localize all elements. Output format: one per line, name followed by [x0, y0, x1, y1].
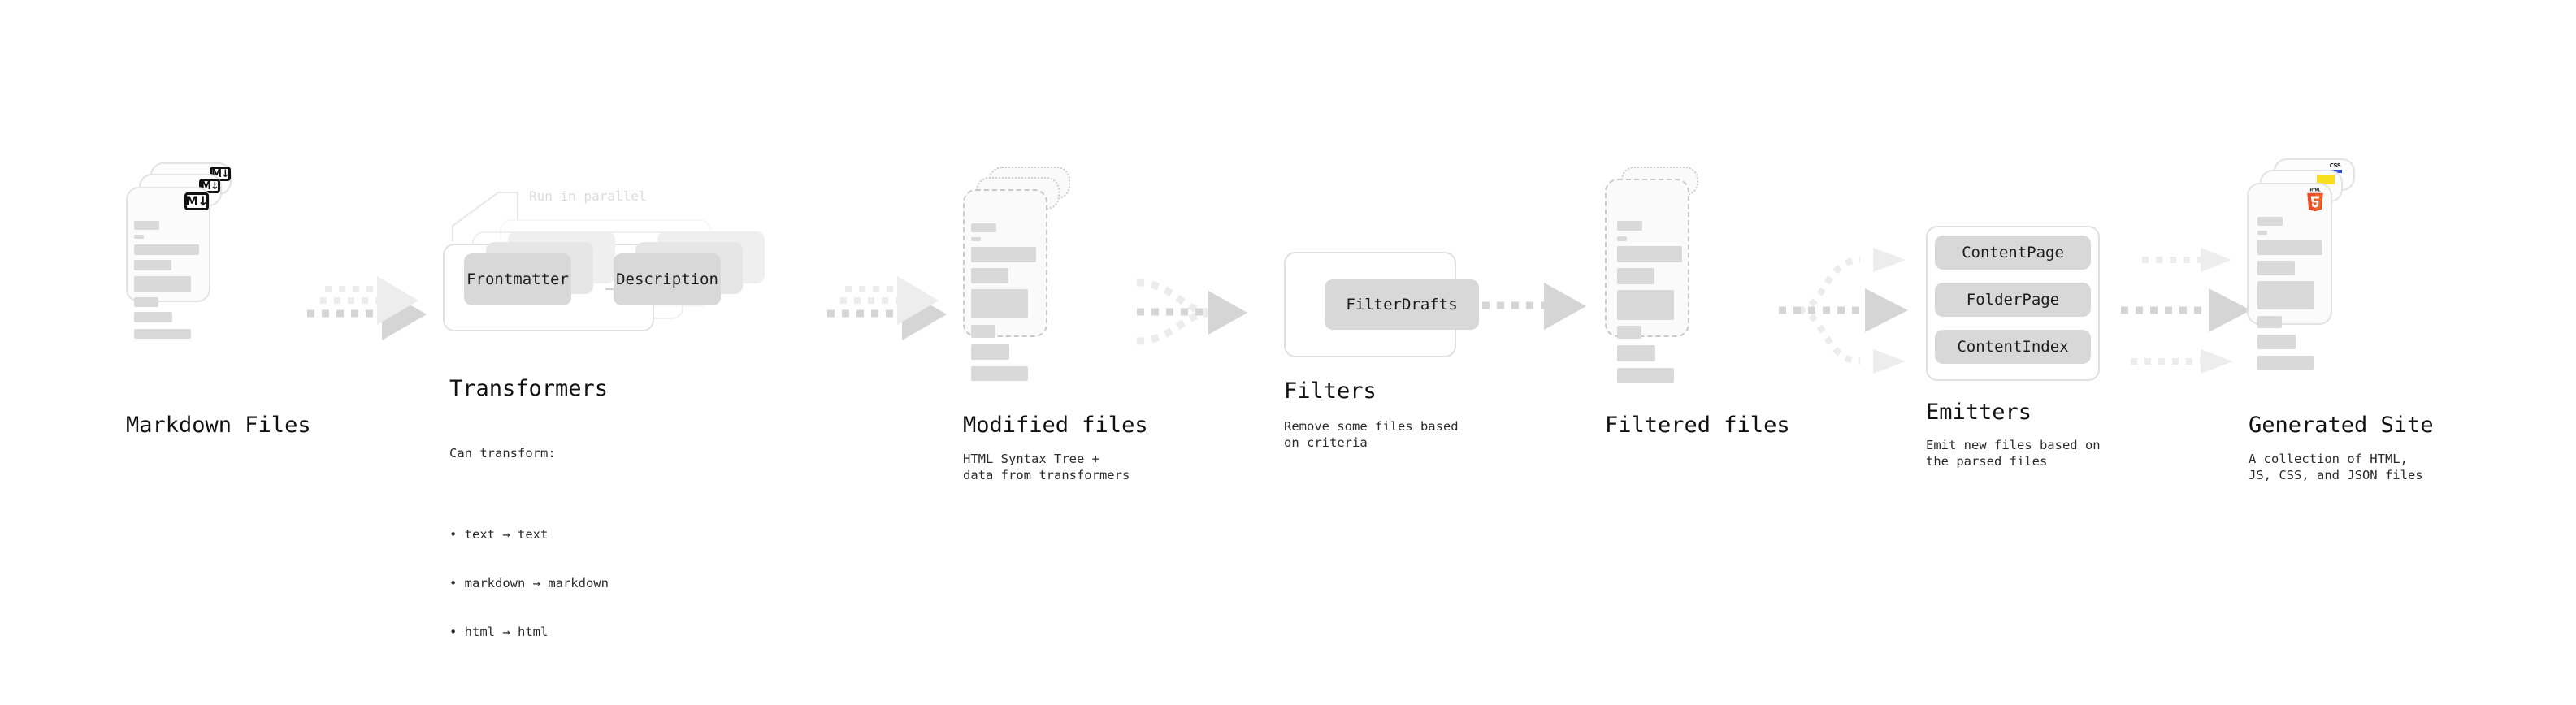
skeleton-bar	[1617, 326, 1641, 339]
run-in-parallel-bracket	[452, 192, 518, 241]
emitter-chip-contentindex[interactable]: ContentIndex	[1935, 330, 2091, 364]
markdown-badge-front: M↓	[184, 192, 209, 210]
stage-desc-generated-site: A collection of HTML, JS, CSS, and JSON …	[2249, 452, 2423, 482]
skeleton-bar	[971, 223, 996, 232]
emitter-chip-contentpage[interactable]: ContentPage	[1935, 236, 2091, 270]
stage-title-modified-files: Modified files	[963, 413, 1148, 438]
skeleton-bar	[2257, 356, 2314, 370]
arrow-filters-to-filtered-files	[1482, 283, 1586, 330]
arrow-modified-files-to-filters	[1136, 279, 1247, 345]
skeleton-bar	[134, 235, 144, 239]
skeleton-bar	[1617, 236, 1627, 241]
skeleton-bar	[2257, 261, 2295, 275]
skeleton-bar	[2257, 316, 2282, 328]
svg-text:HTML: HTML	[2310, 188, 2321, 192]
skeleton-bar	[1617, 345, 1655, 361]
stage-title-emitters: Emitters	[1926, 400, 2032, 425]
arrow-filtered-files-to-emitters	[1779, 248, 1908, 374]
skeleton-bar	[971, 268, 1008, 283]
skeleton-bar	[134, 260, 171, 270]
skeleton-bar	[2257, 335, 2296, 349]
stage-title-filters: Filters	[1284, 378, 1377, 404]
skeleton-bar	[1617, 246, 1682, 262]
skeleton-bar	[134, 244, 199, 255]
stage-desc-transformers: Can transform: • text → text • markdown …	[449, 413, 609, 705]
stage-title-markdown-files: Markdown Files	[126, 413, 311, 438]
transform-bullets: • text → text • markdown → markdown • ht…	[449, 494, 609, 673]
can-transform-label: Can transform:	[449, 446, 556, 461]
skeleton-bar	[2257, 281, 2314, 309]
js-badge	[2317, 175, 2335, 184]
skeleton-bar	[2257, 240, 2322, 255]
transform-bullet: • html → html	[449, 625, 549, 639]
skeleton-bar	[971, 344, 1009, 360]
skeleton-bar	[971, 247, 1036, 262]
stage-desc-filters: Remove some files based on criteria	[1284, 419, 1459, 450]
arrow-transformers-to-modified-files	[827, 276, 947, 340]
arrow-emitters-to-generated-site	[2121, 248, 2251, 374]
transformer-chip-frontmatter[interactable]: Frontmatter	[464, 253, 571, 305]
skeleton-bar	[2257, 231, 2267, 235]
stage-title-generated-site: Generated Site	[2249, 413, 2434, 438]
skeleton-bar	[134, 221, 159, 230]
skeleton-bar	[134, 276, 191, 292]
html5-icon: HTML	[2307, 188, 2323, 212]
skeleton-bar	[971, 325, 995, 338]
skeleton-bar	[1617, 368, 1674, 383]
skeleton-bar	[2257, 217, 2283, 226]
stage-title-transformers: Transformers	[449, 376, 609, 401]
stage-desc-modified-files: HTML Syntax Tree + data from transformer…	[963, 452, 1130, 482]
filter-chip-filterdrafts[interactable]: FilterDrafts	[1325, 279, 1479, 330]
skeleton-bar	[134, 297, 158, 307]
skeleton-bar	[1617, 290, 1674, 320]
css-badge-label: CSS	[2329, 162, 2341, 169]
transform-bullet: • markdown → markdown	[449, 576, 609, 590]
run-in-parallel-label: Run in parallel	[529, 188, 647, 204]
skeleton-bar	[971, 289, 1028, 318]
skeleton-bar	[971, 237, 981, 241]
stage-desc-emitters: Emit new files based on the parsed files	[1926, 438, 2101, 469]
transform-bullet: • text → text	[449, 527, 549, 542]
skeleton-bar	[134, 312, 172, 322]
skeleton-bar	[134, 329, 191, 339]
skeleton-bar	[1617, 221, 1642, 231]
skeleton-bar	[971, 366, 1028, 381]
transformer-chip-description[interactable]: Description	[614, 253, 721, 305]
skeleton-bar	[1617, 268, 1654, 284]
pipeline-diagram: M↓ M↓ M↓ Markdown Files Run in parallel	[126, 158, 2434, 639]
stage-title-filtered-files: Filtered files	[1605, 413, 1790, 438]
emitter-chip-folderpage[interactable]: FolderPage	[1935, 283, 2091, 317]
arrow-markdown-to-transformers	[307, 276, 427, 340]
